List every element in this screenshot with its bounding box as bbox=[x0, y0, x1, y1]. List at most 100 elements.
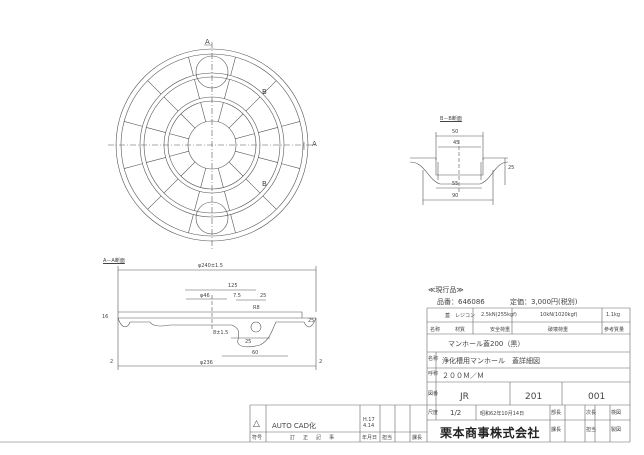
dim-2-right: 2 bbox=[319, 359, 323, 365]
rib-line bbox=[147, 195, 162, 210]
rev-header-note: 訂正記事 bbox=[290, 435, 343, 441]
dim-50: 50 bbox=[452, 129, 459, 135]
rib-line bbox=[169, 133, 189, 140]
dim-45: 45 bbox=[453, 140, 460, 146]
rib-line bbox=[194, 191, 200, 211]
approval-5: 検図 bbox=[611, 410, 622, 416]
dim-236: φ236 bbox=[200, 360, 213, 366]
rib-line bbox=[224, 191, 230, 211]
title-label: 名称 bbox=[428, 356, 439, 362]
dim-8: 8±1.5 bbox=[213, 330, 229, 336]
spec-label: 呼称 bbox=[428, 371, 439, 377]
section-mark-b-top: B bbox=[262, 88, 267, 96]
dim-125: 125 bbox=[228, 283, 238, 289]
rib-line bbox=[228, 161, 244, 177]
dim-25-bottom: 25 bbox=[245, 339, 252, 345]
rib-line bbox=[163, 178, 179, 194]
rev-header-person: 担当 bbox=[382, 435, 393, 441]
approval-4: 担当 bbox=[586, 427, 597, 433]
rib-line bbox=[200, 168, 207, 188]
drawing-no-prefix: JR bbox=[460, 392, 469, 402]
title-block-lines bbox=[0, 307, 631, 443]
top-view bbox=[108, 42, 316, 250]
section-mark-b-bottom: B bbox=[262, 180, 267, 188]
dim-90: 90 bbox=[452, 193, 459, 199]
drawing-title: 浄化槽用マンホール 蓋詳細図 bbox=[442, 357, 540, 365]
dim-2-left: 2 bbox=[110, 359, 114, 365]
rib-line bbox=[147, 80, 162, 95]
product-name: マンホール蓋200（黒） bbox=[448, 340, 525, 348]
header-breaking-load: 破壊荷重 bbox=[548, 327, 569, 333]
dim-r8: R8 bbox=[253, 305, 260, 311]
revision-date: H.17 4.14 bbox=[363, 417, 375, 429]
rib-line bbox=[281, 163, 300, 169]
dim-7-5: 7.5 bbox=[233, 293, 241, 299]
rev-header-code: 符号 bbox=[252, 435, 263, 441]
rib-line bbox=[224, 79, 230, 99]
section-bb bbox=[409, 132, 509, 205]
rib-line bbox=[217, 168, 224, 188]
spec: ２００Ｍ／Ｍ bbox=[442, 372, 484, 380]
drawing-no-main: 201 bbox=[525, 392, 543, 402]
reference-weight: 1.1kg bbox=[606, 312, 621, 318]
revision-note: AUTO CAD化 bbox=[272, 422, 316, 430]
dim-16: 16 bbox=[102, 314, 109, 320]
approval-2: 課長 bbox=[551, 427, 562, 433]
rib-line bbox=[124, 163, 143, 169]
company-name: 栗本商事株式会社 bbox=[440, 426, 541, 440]
drawing-no-sub: 001 bbox=[588, 392, 606, 402]
header-weight: 参考質量 bbox=[604, 327, 625, 333]
revision-mark-icon: △ bbox=[253, 419, 260, 429]
product-price: 定価：3,000円(税別) bbox=[510, 298, 578, 306]
rib-line bbox=[228, 113, 244, 129]
rev-header-date: 年月日 bbox=[362, 435, 378, 441]
rib-line bbox=[200, 102, 207, 122]
rib-line bbox=[230, 57, 236, 76]
material: レジコン bbox=[455, 313, 476, 319]
dim-240: φ240±1.5 bbox=[198, 263, 223, 269]
header-safe-load: 安全荷重 bbox=[490, 327, 511, 333]
rib-line bbox=[169, 150, 189, 157]
section-mark-a-right: A bbox=[312, 140, 317, 148]
product-status: ≪現行品≫ bbox=[428, 286, 464, 294]
rib-line bbox=[180, 161, 196, 177]
rib-line bbox=[258, 157, 278, 163]
rib-line bbox=[235, 133, 255, 140]
rib-line bbox=[262, 80, 277, 95]
rib-line bbox=[281, 121, 300, 127]
rib-line bbox=[180, 113, 196, 129]
section-aa-title: A－A断面 bbox=[103, 258, 125, 264]
section-aa bbox=[117, 266, 317, 370]
rev-header-chief: 課長 bbox=[412, 435, 423, 441]
rib-line bbox=[146, 127, 166, 133]
section-bb-title: B－B断面 bbox=[440, 116, 462, 122]
header-material: 材質 bbox=[455, 327, 466, 333]
rib-line bbox=[124, 121, 143, 127]
approval-6: 製図 bbox=[611, 427, 622, 433]
dim-25-top: 25 bbox=[260, 293, 267, 299]
rib-line bbox=[230, 214, 236, 233]
rib-line bbox=[188, 214, 194, 233]
rib-line bbox=[194, 79, 200, 99]
rib-line bbox=[245, 178, 261, 194]
dim-25-right: 25 bbox=[308, 318, 315, 324]
header-name: 名称 bbox=[430, 327, 441, 333]
safe-load: 2.5kN(255kgf) bbox=[481, 312, 517, 318]
dim-60: 60 bbox=[252, 350, 259, 356]
scale-label: 尺度 bbox=[428, 410, 439, 416]
rib-line bbox=[217, 102, 224, 122]
product-code: 品番：646086 bbox=[437, 298, 485, 306]
drawing-no-label: 図番 bbox=[428, 391, 439, 397]
rib-line bbox=[188, 57, 194, 76]
rib-line bbox=[262, 195, 277, 210]
approval-3: 次長 bbox=[586, 410, 597, 416]
rib-line bbox=[245, 96, 261, 112]
part-name: 蓋 bbox=[445, 313, 451, 319]
rib-line bbox=[146, 157, 166, 163]
dim-55: 55 bbox=[452, 181, 459, 187]
breaking-load: 10kN(1020kgf) bbox=[540, 312, 578, 318]
dim-25: 25 bbox=[508, 165, 515, 171]
approval-1: 部長 bbox=[551, 410, 562, 416]
